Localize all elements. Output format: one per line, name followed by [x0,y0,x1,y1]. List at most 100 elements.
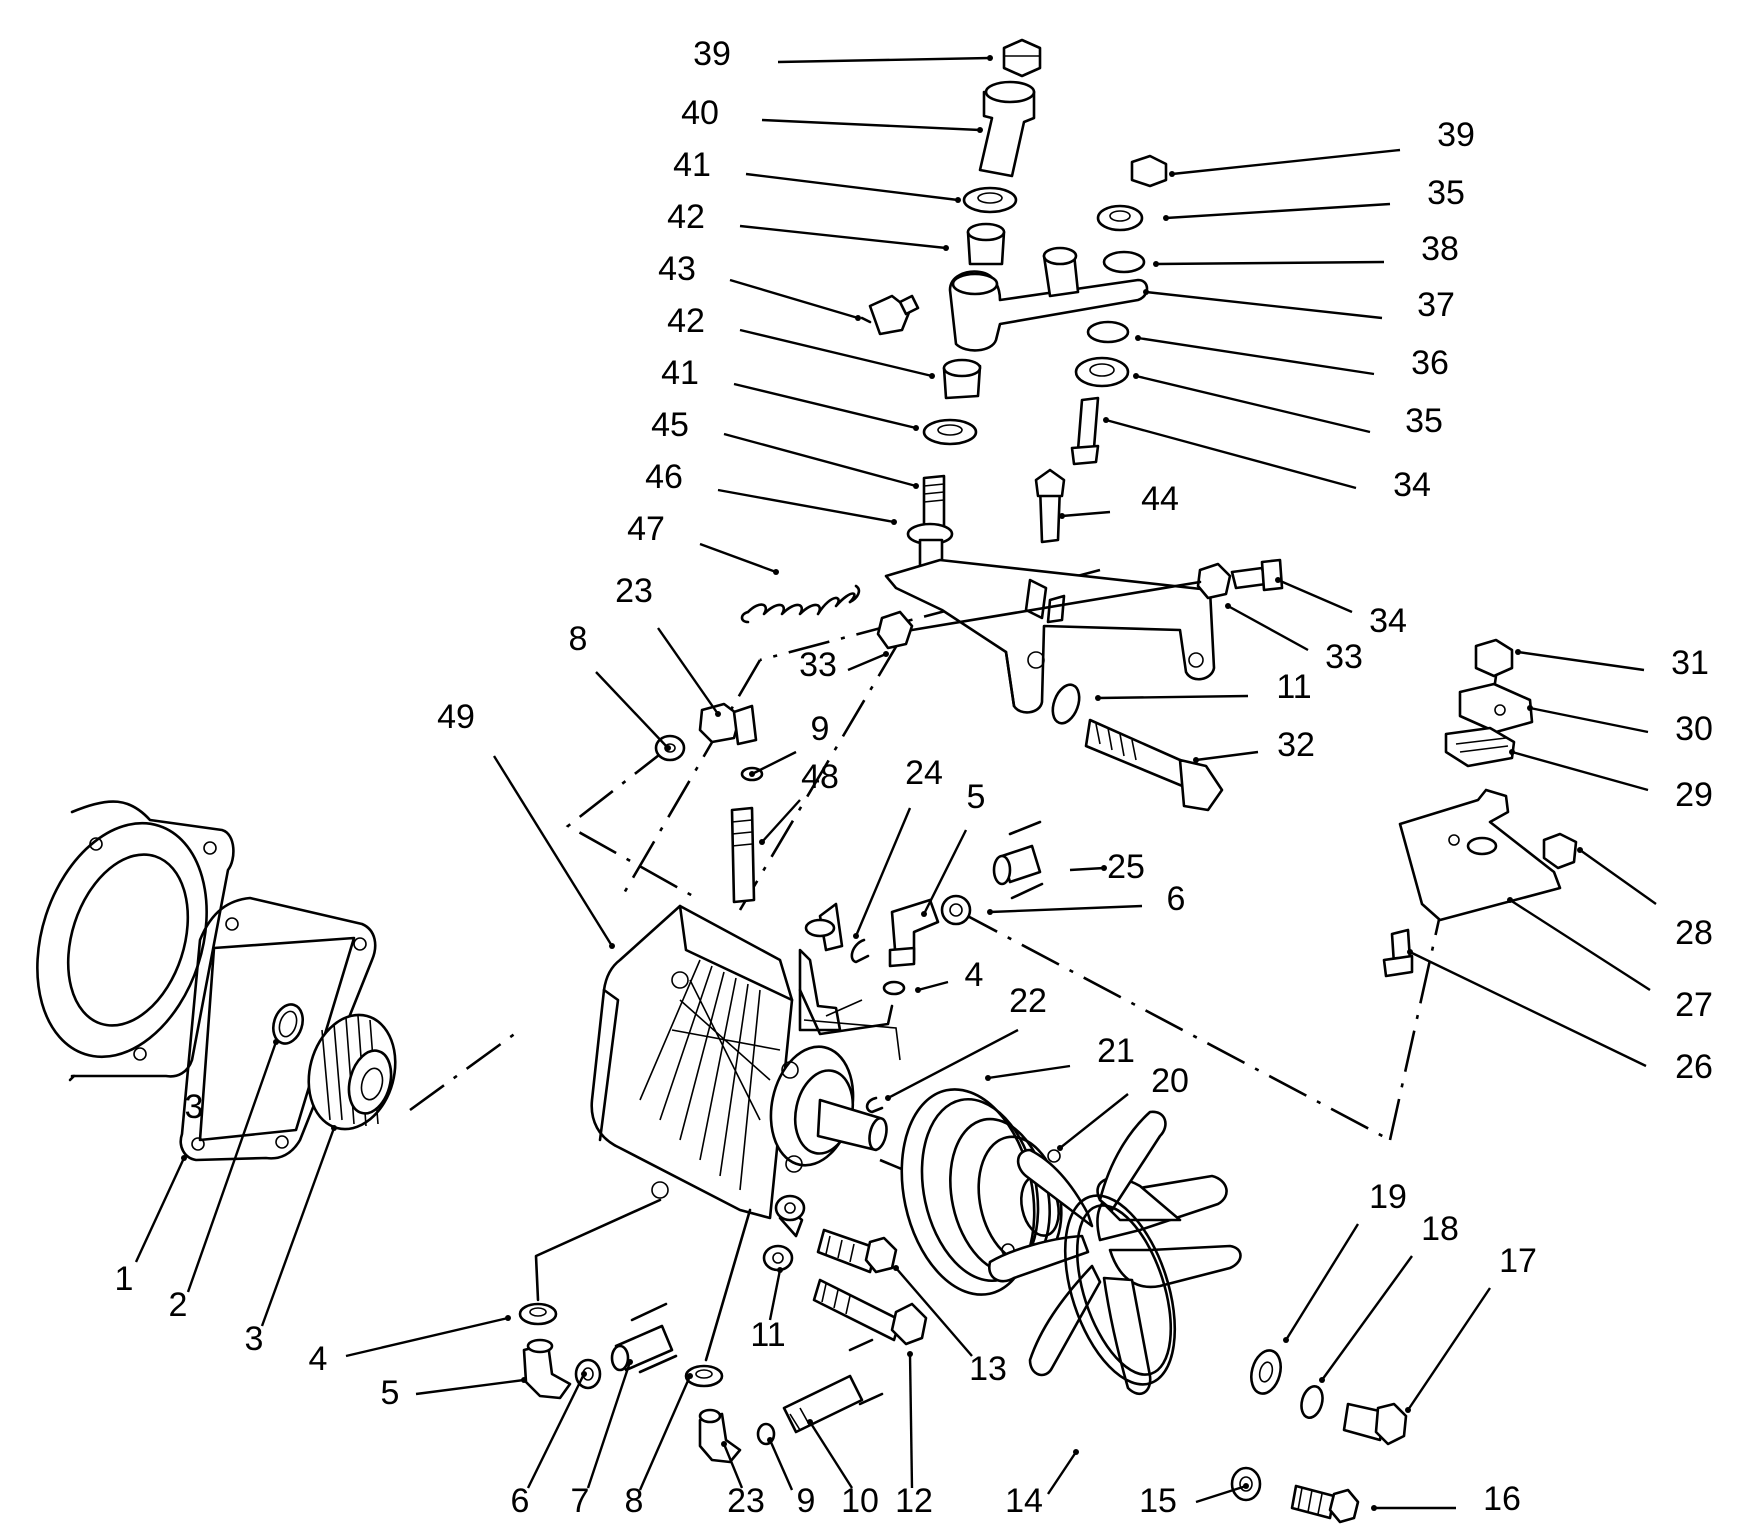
leader-line-c46 [717,488,895,524]
callout-c20: 20 [1151,1062,1189,1100]
callout-c48: 48 [801,758,839,796]
leader-line-c6b [526,1373,586,1489]
callout-c8b: 8 [625,1482,644,1520]
callout-c4a: 4 [965,956,984,994]
leader-dot-c25 [1101,865,1107,871]
leader-line-c35a [1165,202,1391,220]
callout-c41b: 41 [661,354,699,392]
leader-line-c18 [1321,1255,1413,1381]
callout-c2: 2 [169,1286,188,1324]
leader-line-c6a [989,904,1143,914]
throttle-bracket [1382,638,1578,978]
leader-dot-c23b [721,1441,727,1447]
leader-line-c17 [1407,1287,1491,1411]
callout-c5b: 5 [381,1374,400,1412]
leader-dot-c16 [1371,1505,1377,1511]
leader-dot-c38 [1153,261,1159,267]
leader-dot-c26 [1407,949,1413,955]
callout-c5a: 5 [967,778,986,816]
callout-c28: 28 [1675,914,1713,952]
callout-c11b: 11 [750,1316,785,1354]
leader-line-c21 [987,1064,1071,1080]
leader-dot-c34a [1103,417,1109,423]
leader-dot-c36 [1135,335,1141,341]
leader-line-c36 [1137,336,1375,376]
leader-dot-c10 [807,1419,813,1425]
callout-c7: 7 [571,1482,590,1520]
leader-line-c38 [1155,260,1385,266]
leader-line-c42b [739,328,933,378]
callout-c47: 47 [627,510,665,548]
callout-c45: 45 [651,406,689,444]
leader-dot-c32 [1193,757,1199,763]
leader-dot-c37 [1143,289,1149,295]
callout-c46: 46 [645,458,683,496]
leader-line-c24 [854,807,912,937]
callout-c15: 15 [1139,1482,1177,1520]
callout-c16: 16 [1483,1480,1521,1518]
leader-dot-c39a [987,55,993,61]
callout-c38: 38 [1421,230,1459,268]
callout-c30: 30 [1675,710,1713,748]
callout-c39a: 39 [693,35,731,73]
leader-dot-c18 [1319,1377,1325,1383]
fasteners-lower [762,1194,1408,1524]
leader-dot-c1 [181,1155,187,1161]
leader-dot-c29 [1509,749,1515,755]
leader-dot-c39b [1169,171,1175,177]
callout-c49: 49 [437,698,475,736]
leader-dot-c35b [1133,373,1139,379]
leader-dot-c2 [273,1039,279,1045]
leader-line-c29 [1511,750,1649,792]
callout-c19: 19 [1369,1178,1407,1216]
fittings-upper [654,702,1044,1114]
leader-dot-c21 [985,1075,991,1081]
leader-dot-c46 [891,519,897,525]
leader-line-c11b [768,1269,782,1321]
leader-dot-c11a [1095,695,1101,701]
leader-dot-c40 [977,127,983,133]
leader-dot-c49 [609,943,615,949]
leader-line-c13 [895,1267,973,1357]
leader-line-c19 [1284,1223,1360,1341]
leader-line-c35b [1135,374,1371,434]
leader-line-c45 [723,432,917,488]
callout-c10: 10 [841,1482,879,1520]
callout-c4b: 4 [309,1340,328,1378]
callout-c36: 36 [1411,344,1449,382]
leader-line-c4a [917,980,949,992]
leader-line-c48 [761,799,801,843]
leader-line-c39a [777,56,991,64]
callout-c13: 13 [969,1350,1007,1388]
leader-line-c7 [586,1361,632,1489]
callout-c39b: 39 [1437,116,1475,154]
callout-c26: 26 [1675,1048,1713,1086]
leader-dot-c27 [1507,897,1513,903]
leader-line-c39b [1171,148,1401,176]
leader-line-c32 [1195,750,1259,762]
leader-line-c26 [1409,950,1647,1068]
leader-line-c34a [1105,418,1357,490]
connector-lines [534,988,894,1362]
leader-dot-c9a [749,771,755,777]
callout-c22: 22 [1009,982,1047,1020]
callout-c9a: 9 [811,710,830,748]
leader-dot-c22 [885,1095,891,1101]
drive-gear [307,1013,397,1131]
leader-dot-c8a [665,745,671,751]
leader-line-c33b [847,652,887,672]
callout-c12: 12 [895,1482,933,1520]
leader-line-c20 [1059,1093,1129,1149]
leader-dot-c24 [853,933,859,939]
leader-line-c2 [186,1041,278,1293]
leader-dot-c6b [581,1371,587,1377]
leader-line-c44 [1061,510,1111,518]
callout-c18: 18 [1421,1210,1459,1248]
leader-line-c41a [745,172,959,202]
leader-line-c41b [733,382,917,430]
leader-dot-c48 [759,839,765,845]
callout-c33a: 33 [1325,638,1363,676]
callout-c34a: 34 [1393,466,1431,504]
leader-line-c15 [1195,1484,1247,1504]
leader-dot-c9b [767,1437,773,1443]
